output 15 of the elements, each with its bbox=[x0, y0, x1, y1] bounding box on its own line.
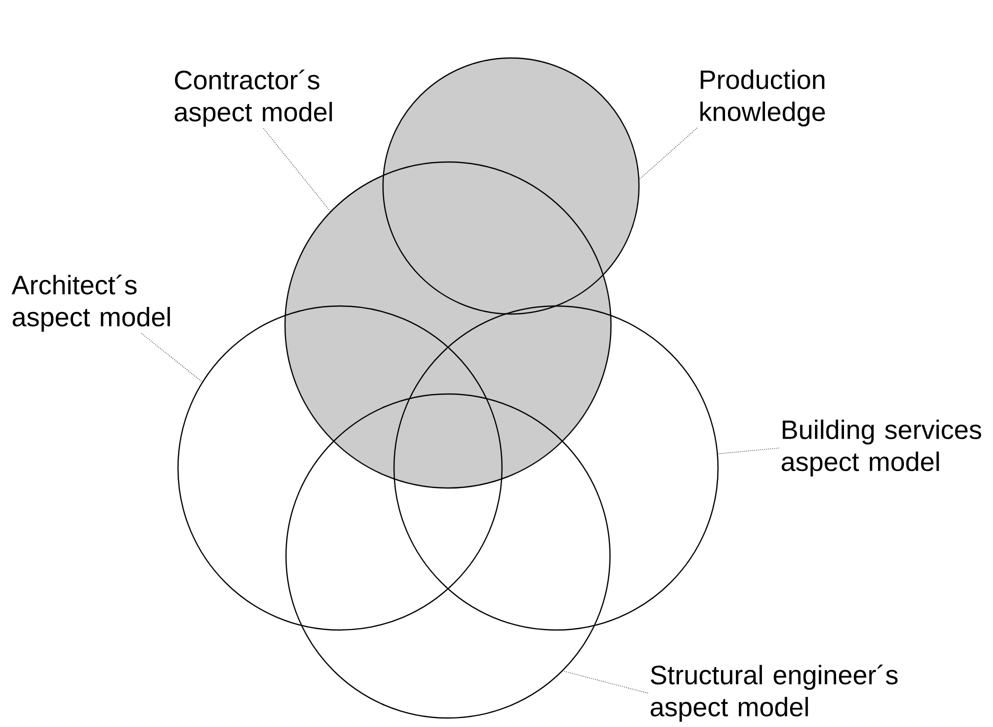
leader-line bbox=[141, 333, 202, 382]
leader-line bbox=[562, 670, 648, 694]
circle bbox=[393, 305, 719, 631]
circle bbox=[382, 57, 640, 315]
label-text: Contractor´s aspect model bbox=[174, 70, 332, 127]
label-text: Building services aspect model bbox=[782, 420, 982, 476]
circle bbox=[285, 393, 611, 719]
circle bbox=[177, 305, 503, 631]
leader-line bbox=[263, 128, 331, 212]
label-text: Architect´s aspect model bbox=[12, 274, 170, 332]
leader-line bbox=[639, 128, 698, 180]
label-text: Production knowledge bbox=[700, 70, 825, 126]
circle bbox=[284, 161, 612, 489]
leader-line bbox=[718, 448, 780, 454]
label-text: Structural engineer´s aspect model bbox=[650, 664, 898, 722]
